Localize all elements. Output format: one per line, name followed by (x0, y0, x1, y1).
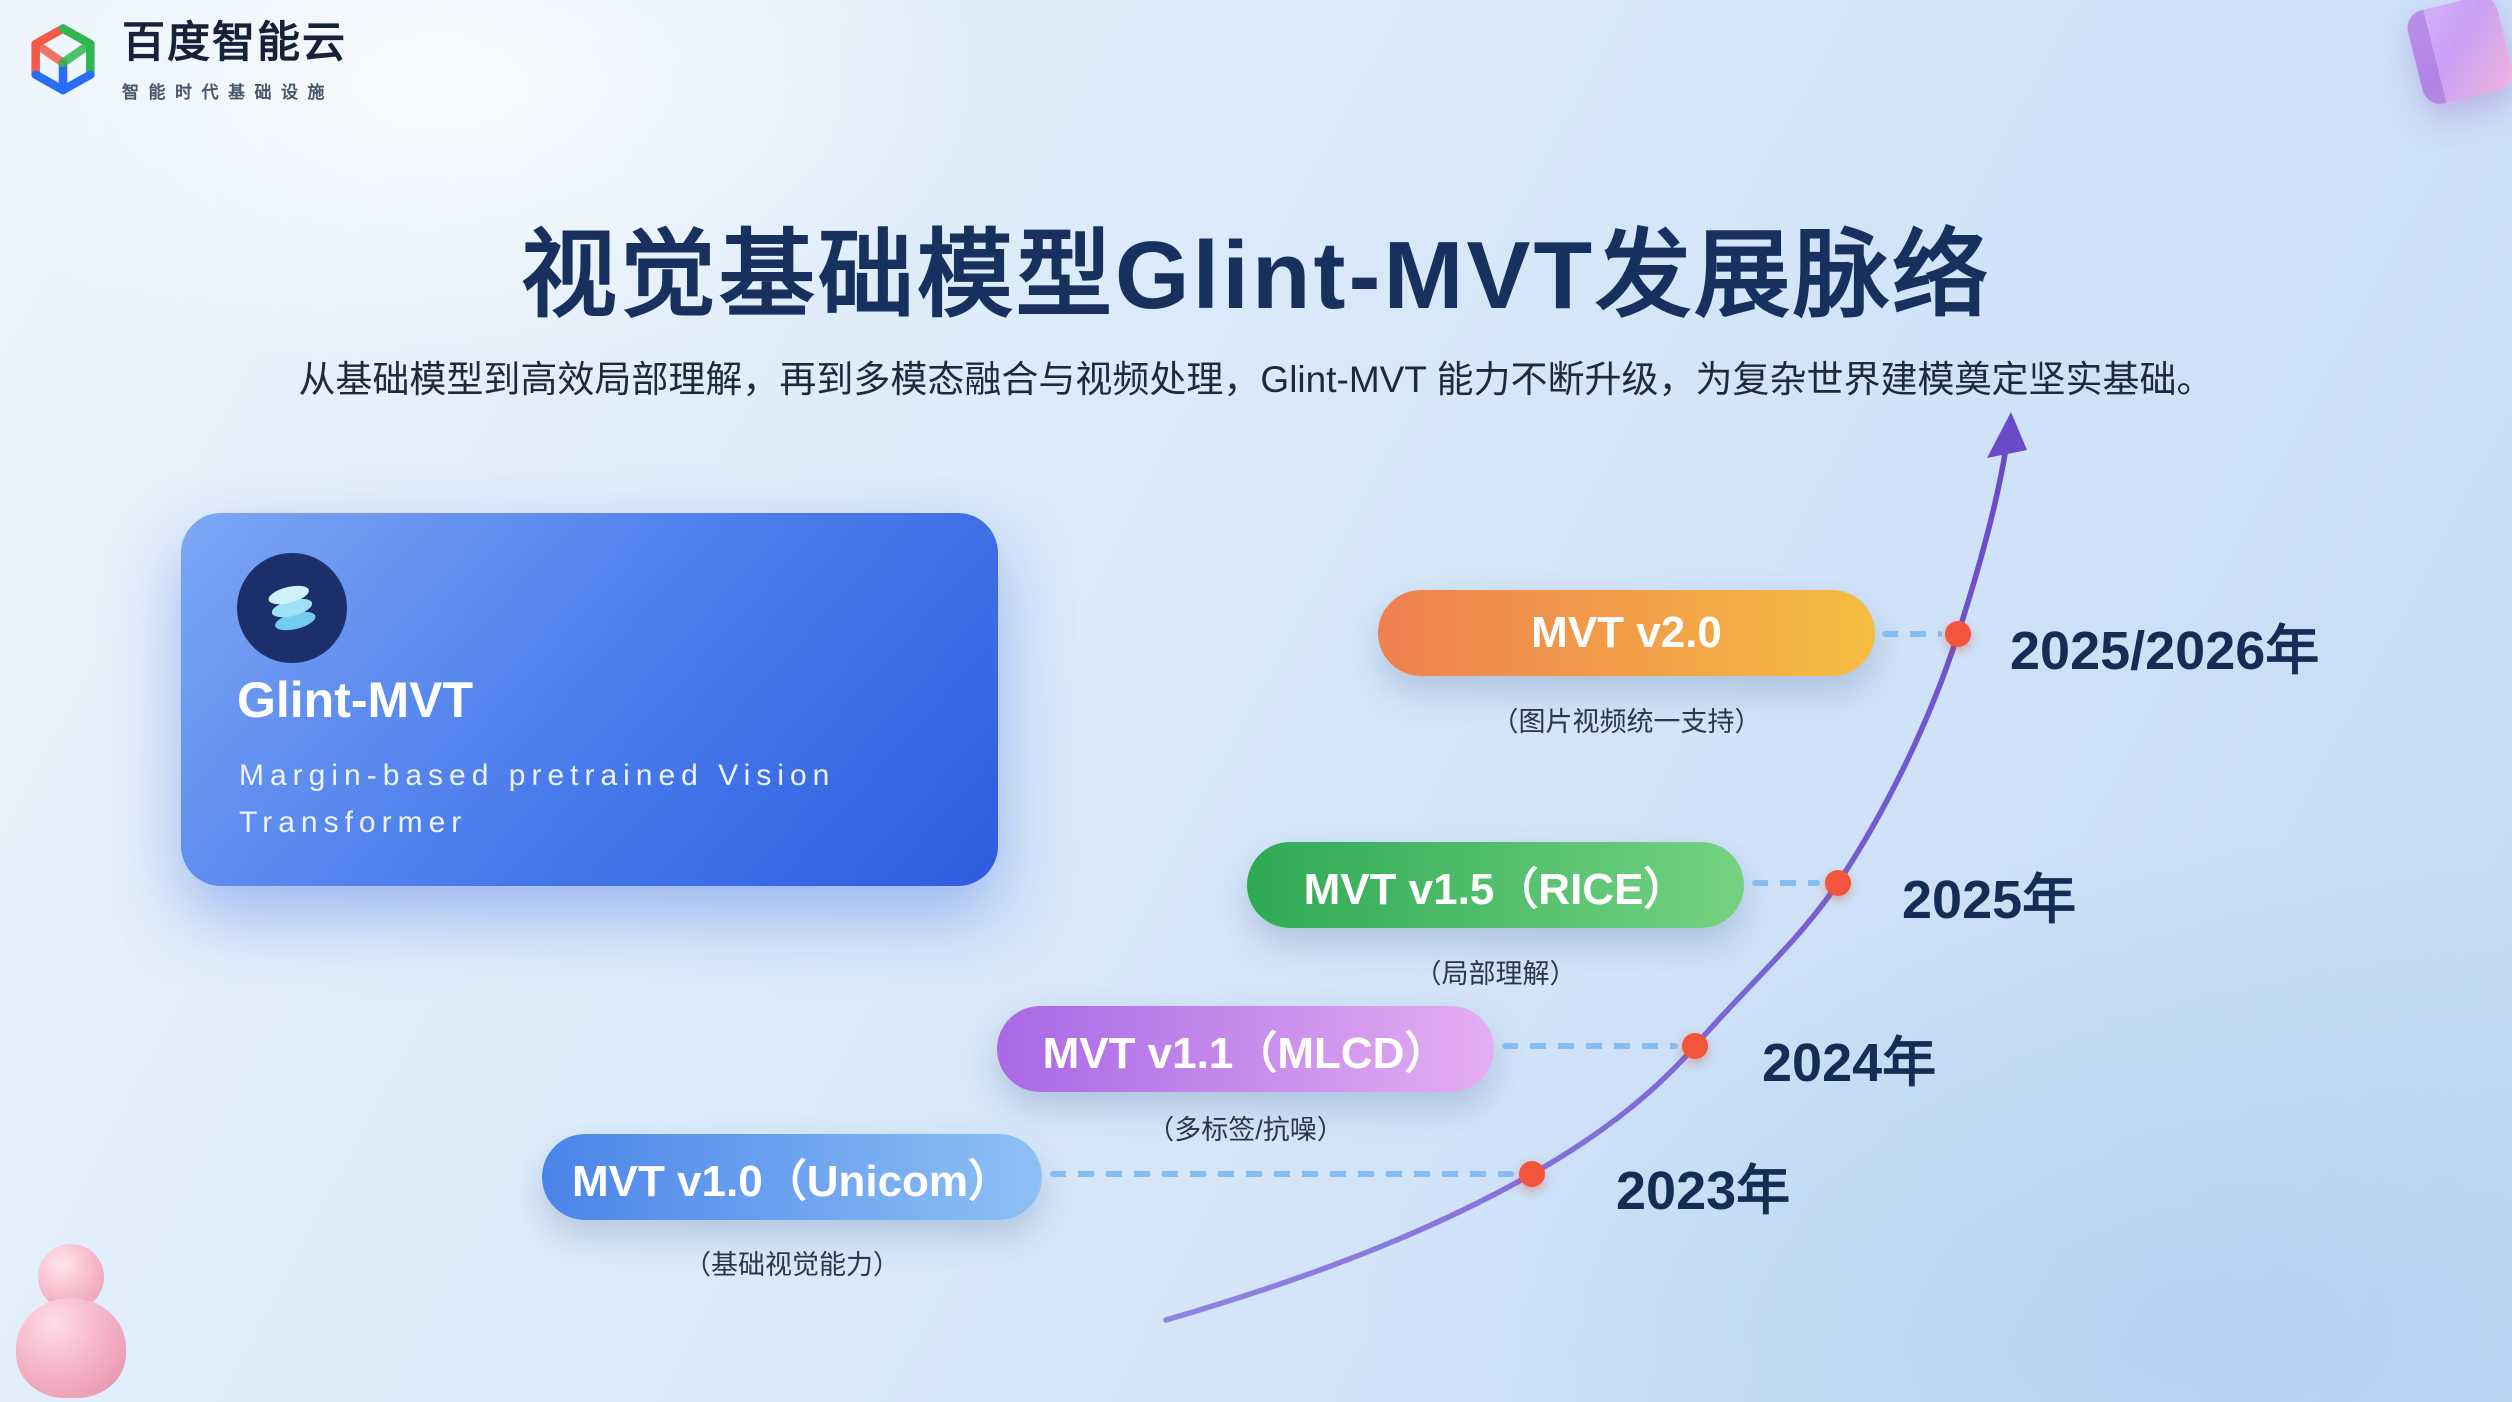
milestone-label: MVT v1.0（Unicom） (571, 1157, 1013, 1206)
dashed-connector (1882, 631, 1942, 637)
milestone-pill: MVT v1.1（MLCD） (997, 1006, 1494, 1092)
milestone-note: （多标签/抗噪） (1147, 1115, 1344, 1145)
model-name: Glint-MVT (237, 672, 474, 728)
model-description: Margin-based pretrained Vision Transform… (239, 759, 836, 839)
milestone-year: 2023年 (1616, 1161, 1791, 1221)
dashed-connector (1502, 1043, 1678, 1049)
purple-sticker-icon (2403, 0, 2512, 108)
milestone-pill: MVT v2.0 (1378, 590, 1875, 676)
milestone-label: MVT v1.1（MLCD） (1042, 1029, 1449, 1078)
dashed-connector (1752, 880, 1820, 886)
baidu-cloud-logo: 百度智能云 智能时代基础设施 (22, 19, 347, 103)
logo-brand-text: 百度智能云 (122, 19, 347, 67)
milestone-year: 2025/2026年 (2010, 621, 2320, 681)
milestone-pill: MVT v1.5（RICE） (1247, 842, 1744, 928)
milestone-note: （局部理解） (1414, 959, 1577, 989)
dashed-connector (1050, 1171, 1514, 1177)
logo-tagline: 智能时代基础设施 (122, 83, 334, 103)
milestone-pill: MVT v1.0（Unicom） (542, 1134, 1042, 1220)
person-body (16, 1298, 126, 1398)
milestone-note: （图片视频统一支持） (1491, 707, 1762, 737)
baidu-cloud-logo-icon (31, 24, 95, 95)
logo-text-block: 百度智能云 智能时代基础设施 (122, 19, 347, 103)
timeline-dot (1519, 1161, 1545, 1187)
glint-mvt-card: Glint-MVT Margin-based pretrained Vision… (181, 513, 998, 886)
pink-person-figure (10, 1244, 136, 1402)
timeline-dot (1825, 870, 1851, 896)
milestone-year: 2024年 (1762, 1033, 1937, 1093)
milestone-note: （基础视觉能力） (684, 1250, 900, 1280)
milestone-year: 2025年 (1902, 870, 2077, 930)
timeline-dot (1682, 1033, 1708, 1059)
milestone-label: MVT v1.5（RICE） (1303, 865, 1688, 914)
database-icon (237, 553, 347, 663)
timeline-dot (1945, 621, 1971, 647)
page-title: 视觉基础模型Glint-MVT发展脉络 (520, 222, 1992, 330)
milestone-label: MVT v2.0 (1531, 608, 1722, 657)
page-subtitle: 从基础模型到高效局部理解，再到多模态融合与视频处理，Glint-MVT 能力不断… (298, 359, 2214, 400)
